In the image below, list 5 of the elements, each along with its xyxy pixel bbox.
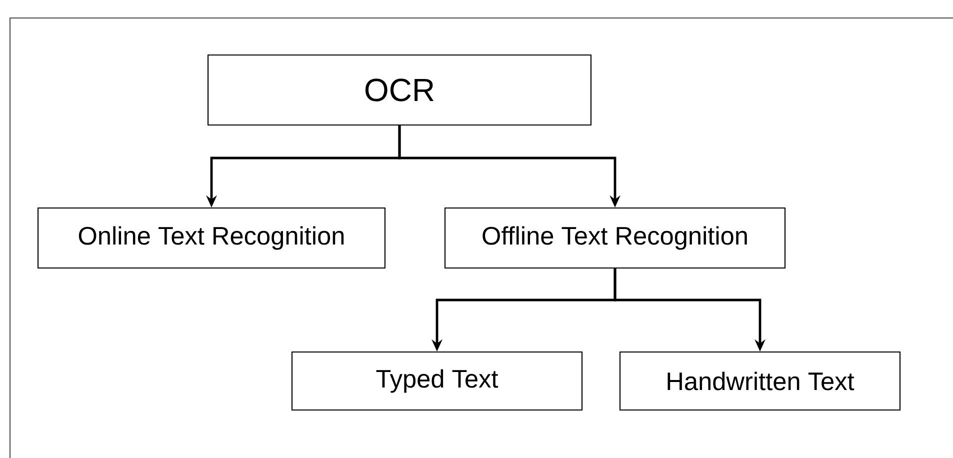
category-box: Offline Text Recognition: [444, 207, 786, 269]
category-box: Online Text Recognition: [38, 207, 386, 269]
category-box: Handwritten Text: [619, 351, 901, 411]
root-box: OCR: [208, 54, 592, 126]
category-box: Typed Text: [291, 351, 583, 411]
